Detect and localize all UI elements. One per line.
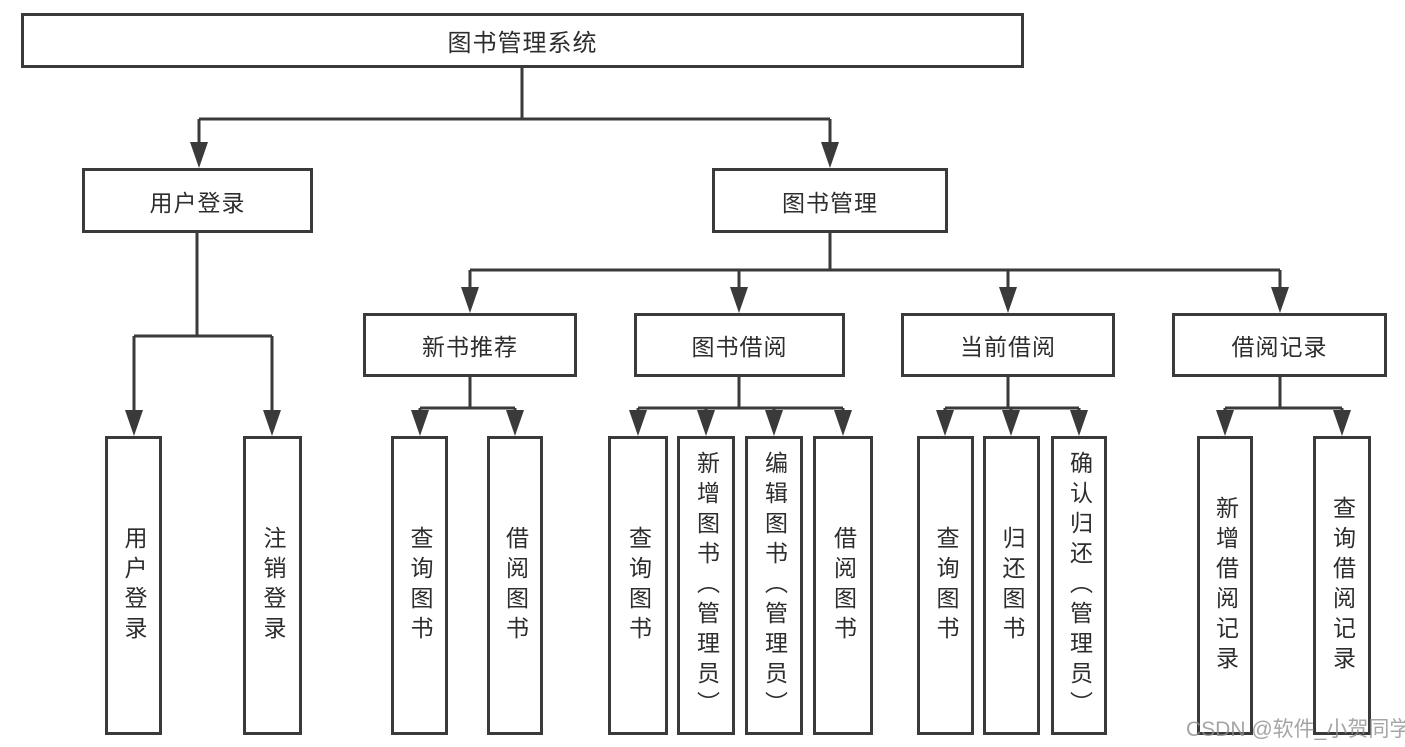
arrow-icon (125, 410, 143, 436)
leaf-label: 借阅图书 (830, 525, 857, 646)
arrow-icon (1216, 410, 1234, 436)
leaf-label: 注销登录 (260, 525, 286, 646)
leaf-label: 查询图书 (407, 525, 433, 646)
node-library-management-system: 图书管理系统 (21, 13, 1024, 68)
leaf-label: 新增借阅记录 (1212, 495, 1239, 676)
arrow-icon (411, 410, 429, 436)
node-leaf-add-borrow-record: 新增借阅记录 (1197, 436, 1253, 735)
node-book-management: 图书管理 (712, 168, 948, 233)
arrow-icon (506, 410, 524, 436)
arrow-icon (936, 410, 954, 436)
node-leaf-borrow-books-1: 借阅图书 (487, 436, 543, 735)
node-leaf-query-borrow-record: 查询借阅记录 (1313, 436, 1371, 735)
leaf-label: 借阅图书 (502, 525, 529, 646)
leaf-label: 查询图书 (625, 525, 652, 646)
node-leaf-edit-books-admin: 编辑图书（管理员） (745, 436, 803, 735)
node-leaf-return-books: 归还图书 (983, 436, 1040, 735)
arrow-icon (697, 410, 715, 436)
arrow-icon (1070, 410, 1088, 436)
arrow-icon (263, 410, 281, 436)
arrow-icon (834, 410, 852, 436)
node-leaf-confirm-return-admin: 确认归还（管理员） (1051, 436, 1107, 735)
arrow-icon (765, 410, 783, 436)
node-leaf-query-books-1: 查询图书 (391, 436, 448, 735)
node-book-borrowing: 图书借阅 (634, 313, 845, 377)
arrow-icon (629, 410, 647, 436)
leaf-label: 用户登录 (121, 525, 147, 646)
arrow-icon (1333, 410, 1351, 436)
node-current-borrowing: 当前借阅 (901, 313, 1115, 377)
leaf-label: 查询图书 (933, 525, 959, 646)
node-borrowing-records: 借阅记录 (1172, 313, 1387, 377)
arrow-icon (1271, 287, 1289, 313)
node-new-book-recommendation: 新书推荐 (363, 313, 577, 377)
leaf-label: 查询借阅记录 (1329, 495, 1356, 676)
arrow-icon (461, 287, 479, 313)
arrowheads (125, 142, 1351, 436)
node-leaf-query-books-2: 查询图书 (608, 436, 668, 735)
arrow-icon (730, 287, 748, 313)
leaf-label: 新增图书（管理员） (693, 450, 720, 721)
node-leaf-add-books-admin: 新增图书（管理员） (677, 436, 735, 735)
node-leaf-user-login: 用户登录 (105, 436, 162, 735)
node-user-login: 用户登录 (82, 168, 313, 233)
node-leaf-logout: 注销登录 (243, 436, 302, 735)
node-leaf-borrow-books-2: 借阅图书 (813, 436, 873, 735)
arrow-icon (821, 142, 839, 168)
arrow-icon (1002, 410, 1020, 436)
node-leaf-query-books-3: 查询图书 (917, 436, 974, 735)
leaf-label: 编辑图书（管理员） (761, 450, 788, 721)
arrow-icon (999, 287, 1017, 313)
leaf-label: 确认归还（管理员） (1066, 450, 1093, 721)
arrow-icon (190, 142, 208, 168)
leaf-label: 归还图书 (999, 525, 1025, 646)
